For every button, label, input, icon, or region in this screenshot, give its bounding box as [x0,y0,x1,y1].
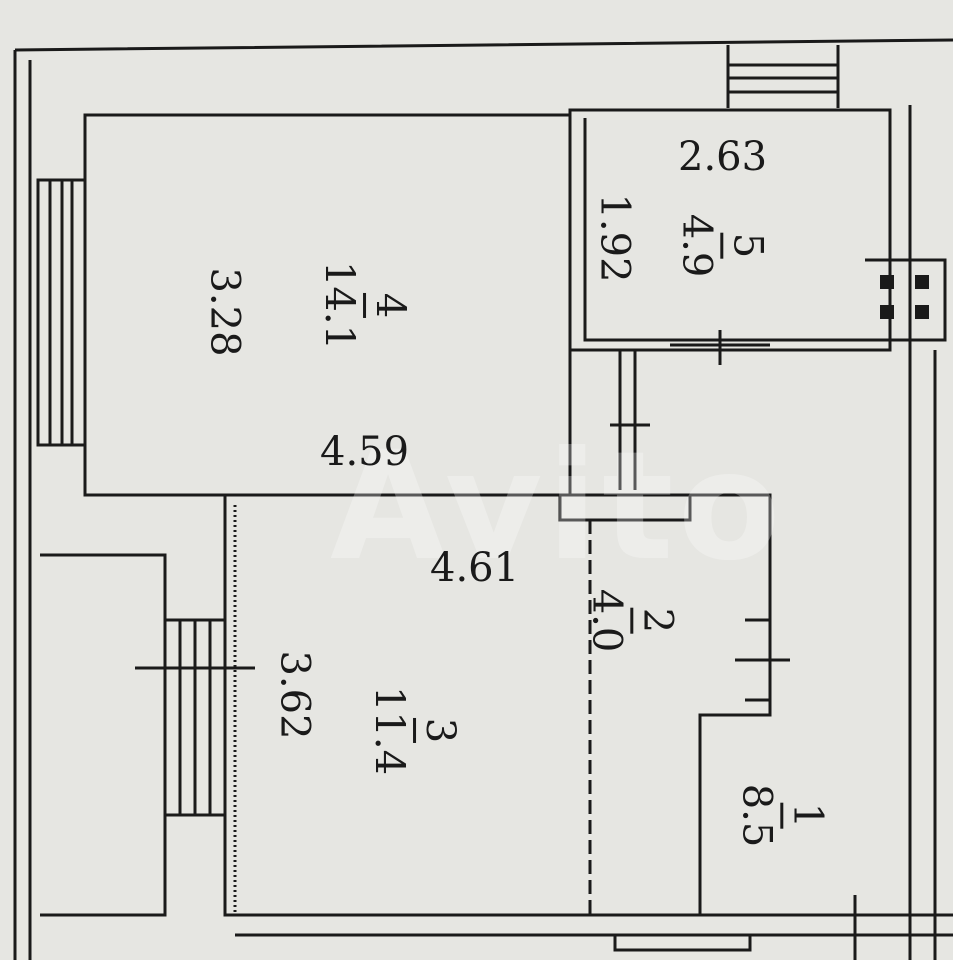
room2-label: 2 4.0 [583,588,680,653]
room1-label: 1 8.5 [733,783,830,848]
room5-number: 5 [720,232,770,259]
room5-area: 4.9 [673,213,720,278]
room5-width-label: 2.63 [678,134,768,180]
room3-number: 3 [413,717,463,744]
room4-number: 4 [363,292,413,319]
room4-label: 4 14.1 [316,260,413,351]
room1-area: 8.5 [733,783,780,848]
room3-area: 11.4 [366,685,413,776]
room5-label: 5 4.9 [673,213,770,278]
room4-depth-label: 3.28 [201,267,248,357]
room4-area: 14.1 [316,260,363,351]
room3-width-label: 4.61 [430,545,520,591]
room2-number: 2 [630,607,680,634]
watermark: Avito [330,420,785,594]
room2-area: 4.0 [583,588,630,653]
room1-number: 1 [780,802,830,829]
room4-width-label: 4.59 [320,429,410,475]
room5-depth-label: 1.92 [591,193,638,283]
room3-label: 3 11.4 [366,685,463,776]
room3-depth-label: 3.62 [271,650,318,740]
